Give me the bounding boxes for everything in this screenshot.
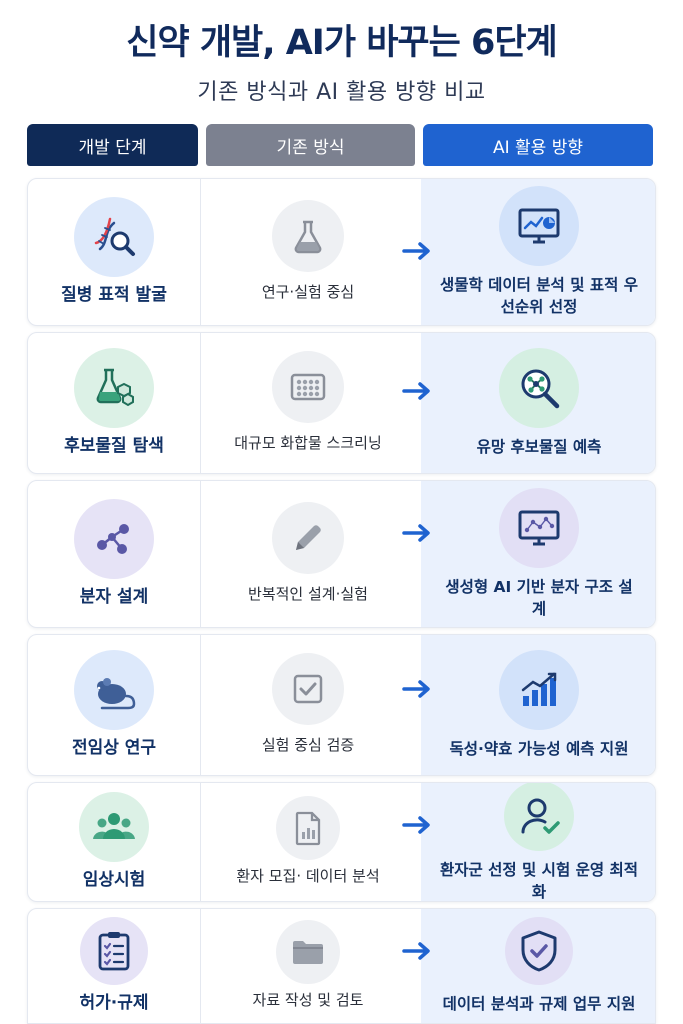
monitor-chart-icon [499,185,579,266]
people-group-icon [79,792,149,863]
table-row: 임상시험 환자 모집· 데이터 분석 환자군 선정 및 시험 운영 최적화 [27,782,656,902]
traditional-label: 실험 중심 검증 [261,736,355,755]
stage-label: 후보물질 탐색 [64,436,164,457]
page-subtitle: 기존 방식과 AI 활용 방향 비교 [197,80,486,105]
header-ai: AI 활용 방향 [423,124,653,166]
arrow-right-icon [402,680,430,698]
pencil-icon [272,502,344,575]
traditional-label: 환자 모집· 데이터 분석 [236,867,380,886]
arrow-right-icon [402,382,430,400]
table-row: 전임상 연구 실험 중심 검증 독성·약효 가능성 예측 지원 [27,634,656,776]
table-row: 허가·규제 자료 작성 및 검토 데이터 분석과 규제 업무 지원 [27,908,656,1024]
ai-label: 생물학 데이터 분석 및 표적 우선순위 선정 [439,275,639,316]
header-stage: 개발 단계 [27,124,198,166]
well-plate-icon [272,351,344,424]
clipboard-checklist-icon [80,917,148,986]
ai-label: 데이터 분석과 규제 업무 지원 [442,994,636,1013]
flask-icon [272,200,344,273]
stage-label: 분자 설계 [79,587,149,608]
traditional-label: 반복적인 설계·실험 [248,585,368,604]
table-row: 질병 표적 발굴 연구·실험 중심 생물학 데이터 분석 및 표적 우선순위 선… [27,178,656,326]
stage-label: 임상시험 [82,870,146,891]
arrow-right-icon [402,816,430,834]
user-check-icon [504,783,574,851]
molecule-search-icon [499,347,579,428]
arrow-right-icon [402,242,430,260]
header-traditional: 기존 방식 [206,124,415,166]
page-title: 신약 개발, AI가 바꾸는 6단계 [126,23,558,63]
stage-label: 전임상 연구 [71,738,157,759]
molecule-icon [74,499,154,580]
traditional-label: 대규모 화합물 스크리닝 [234,434,382,453]
arrow-right-icon [402,942,430,960]
stage-label: 허가·규제 [79,993,149,1014]
ai-label: 생성형 AI 기반 분자 구조 설계 [445,577,633,618]
arrow-right-icon [402,524,430,542]
monitor-network-icon [499,487,579,568]
shield-check-icon [505,916,573,985]
ai-label: 환자군 선정 및 시험 운영 최적화 [439,860,639,901]
folder-icon [276,920,340,985]
table-row: 분자 설계 반복적인 설계·실험 생성형 AI 기반 분자 구조 설계 [27,480,656,628]
dna-magnifier-icon [74,197,154,278]
ai-label: 독성·약효 가능성 예측 지원 [449,739,629,758]
mouse-icon [74,650,154,731]
checkbox-icon [272,653,344,726]
table-row: 후보물질 탐색 대규모 화합물 스크리닝 유망 후보물질 예측 [27,332,656,474]
chemistry-flask-icon [74,348,154,429]
ai-label: 유망 후보물질 예측 [476,437,602,456]
document-chart-icon [276,796,340,861]
growth-chart-icon [499,649,579,730]
traditional-label: 연구·실험 중심 [261,283,355,302]
traditional-label: 자료 작성 및 검토 [252,991,364,1010]
stage-label: 질병 표적 발굴 [61,285,167,306]
